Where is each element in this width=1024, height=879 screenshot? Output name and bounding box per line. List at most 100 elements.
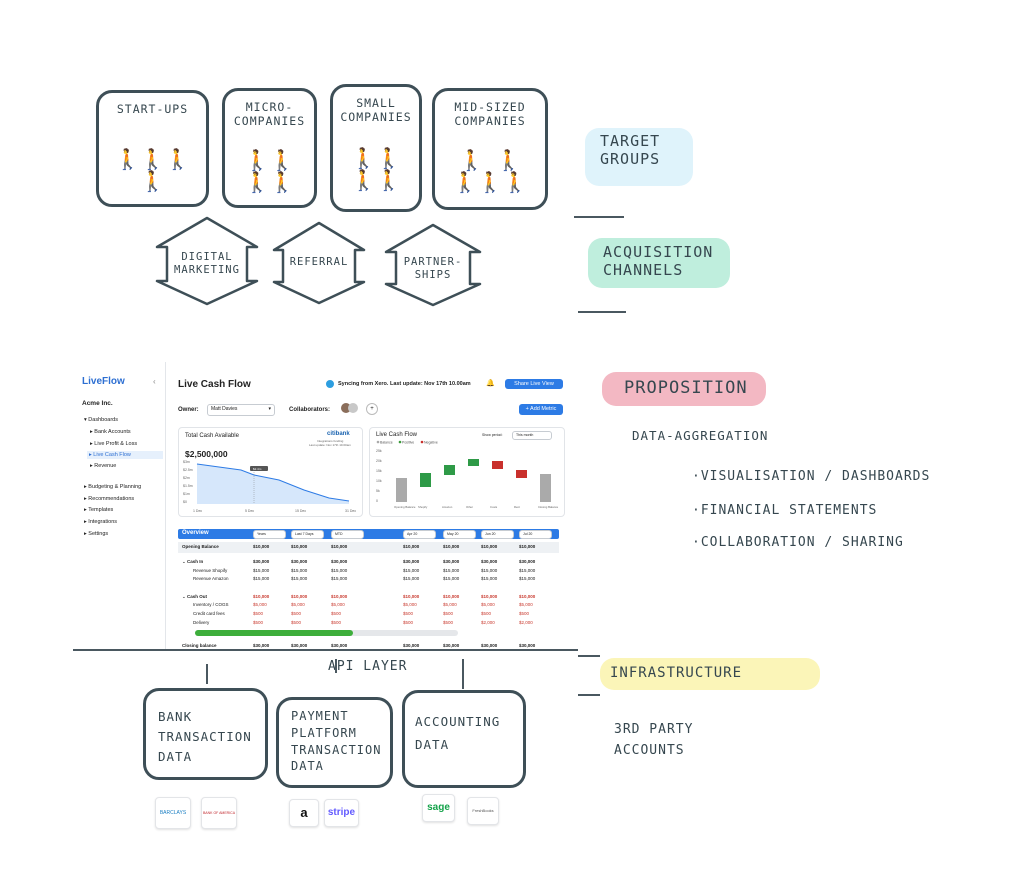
liveflow-dashboard: LiveFlow ‹ Acme Inc. ▾ Dashboards ▸ Bank… <box>73 362 578 651</box>
target-groups-highlight <box>585 128 693 186</box>
period-filter[interactable]: Jul 20 <box>519 530 552 539</box>
overview-bar <box>178 529 559 539</box>
table-cell: $10,000 <box>291 544 308 549</box>
table-cell: $5,000 <box>443 602 457 607</box>
nav-label: Integrations <box>88 519 118 525</box>
table-cell: $500 <box>443 620 454 625</box>
channel-partnerships: PARTNER- SHIPS <box>382 222 484 308</box>
table-cell: $15,000 <box>443 568 460 573</box>
channel-label: REFERRAL <box>289 256 349 268</box>
x-tick-label: Closing Balance <box>538 505 559 509</box>
legend-text: Integrations funding <box>317 439 344 443</box>
table-cell: $30,000 <box>253 559 270 564</box>
period-filter[interactable]: MTD <box>331 530 364 539</box>
segment-small: SMALL COMPANIES 🚶🚶🚶🚶 <box>330 84 422 212</box>
x-tick-label: Rent <box>514 505 520 509</box>
table-cell: $30,000 <box>443 559 460 564</box>
page-title: Live Cash Flow <box>178 379 251 390</box>
add-collaborator-icon[interactable]: + <box>366 403 378 415</box>
table-cell: $15,000 <box>331 576 348 581</box>
table-cell: $30,000 <box>253 643 270 648</box>
y-tick-label: $1m <box>183 492 190 496</box>
y-tick-label: 15k <box>376 469 382 473</box>
notification-icon[interactable]: 🔔 <box>486 380 495 387</box>
stripe-logo: stripe <box>324 799 359 827</box>
period-select[interactable]: This month <box>512 431 552 440</box>
chevron-down-icon: ▾ <box>268 406 271 412</box>
table-cell: $15,000 <box>403 576 420 581</box>
target-groups-label: TARGET GROUPS <box>600 132 661 168</box>
legend-dot <box>376 440 380 444</box>
divider <box>578 694 600 696</box>
share-live-view-button[interactable]: Share Live View <box>505 379 563 389</box>
api-tick <box>462 659 464 689</box>
owner-value: Matt Davies <box>211 406 238 412</box>
table-cell: $30,000 <box>331 559 348 564</box>
nav-integrations[interactable]: ▸ Integrations <box>84 519 118 525</box>
acquisition-channels-label: ACQUISITION CHANNELS <box>603 243 714 279</box>
x-tick-label: Opening Balance <box>394 505 416 509</box>
x-tick-label: Amazon <box>442 505 453 509</box>
y-tick-label: $2.5m <box>183 468 193 472</box>
avatar <box>348 403 358 413</box>
owner-select[interactable]: Matt Davies ▾ <box>207 404 275 416</box>
nav-dashboards[interactable]: ▾ Dashboards <box>84 417 118 423</box>
api-layer-label: API LAYER <box>328 659 408 674</box>
period-filter[interactable]: Last 7 Days <box>291 530 324 539</box>
y-tick-label: 25k <box>376 449 382 453</box>
waterfall-bar <box>420 473 431 487</box>
x-tick-label: Shopify <box>418 505 428 509</box>
table-cell: $10,000 <box>481 544 498 549</box>
channel-referral: REFERRAL <box>270 220 368 306</box>
table-cell: $500 <box>291 611 302 616</box>
nav-live-cash-flow[interactable]: ▸ Live Cash Flow <box>87 451 163 459</box>
period-filter[interactable]: Apr 20 <box>403 530 436 539</box>
proposition-label: PROPOSITION <box>624 378 748 398</box>
table-cell: $15,000 <box>443 576 460 581</box>
nav-recommendations[interactable]: ▸ Recommendations <box>84 496 135 502</box>
period-filter[interactable]: Years <box>253 530 286 539</box>
data-source-label: PAYMENT PLATFORM TRANSACTION DATA <box>291 709 382 774</box>
waterfall-bar <box>468 459 479 466</box>
segment-label: START-UPS <box>116 102 189 116</box>
waterfall-bar <box>444 465 455 475</box>
table-cell: $10,000 <box>443 544 460 549</box>
nav-bank-accounts[interactable]: ▸ Bank Accounts <box>90 429 131 435</box>
segment-label: MICRO- COMPANIES <box>233 100 306 128</box>
waterfall-bar <box>516 470 527 478</box>
freshbooks-logo: FreshBooks <box>467 797 499 825</box>
table-cell: $5,000 <box>291 602 305 607</box>
legend-text: Last update: Nov 17th 10.00am <box>309 443 351 447</box>
house-outline <box>272 221 366 305</box>
cash-line <box>196 463 350 502</box>
data-aggregation-text: DATA-AGGREGATION <box>632 428 769 443</box>
nav-templates[interactable]: ▸ Templates <box>84 507 114 513</box>
nav-live-pl[interactable]: ▸ Live Profit & Loss <box>90 441 138 447</box>
y-tick-label: $2m <box>183 476 190 480</box>
table-row-label: Inventory / COGS <box>193 602 229 607</box>
legend-label: Balance <box>380 441 393 445</box>
period-filter[interactable]: May 20 <box>443 530 476 539</box>
company-name: Acme Inc. <box>82 400 113 407</box>
table-cell: $5,000 <box>403 602 417 607</box>
table-cell: $500 <box>331 611 342 616</box>
nav-settings[interactable]: ▸ Settings <box>84 531 109 537</box>
table-cell: $30,000 <box>291 559 308 564</box>
table-cell: $10,000 <box>519 594 536 599</box>
add-metric-button[interactable]: + Add Metric <box>519 404 563 415</box>
period-filter[interactable]: Jun 20 <box>481 530 514 539</box>
collaborators-label: Collaborators: <box>289 407 331 413</box>
proposition-highlight <box>602 372 766 406</box>
x-tick-label: 1 Dec <box>193 509 202 513</box>
table-cell: $5,000 <box>519 602 533 607</box>
nav-budgeting[interactable]: ▸ Budgeting & Planning <box>84 484 142 490</box>
house-outline <box>384 223 482 307</box>
bank-of-america-logo: BANK OF AMERICA <box>201 797 237 829</box>
collapse-icon[interactable]: ‹ <box>153 377 156 386</box>
nav-label: Live Cash Flow <box>93 452 131 458</box>
table-cell: $500 <box>443 611 454 616</box>
nav-label: Revenue <box>94 463 117 469</box>
nav-revenue[interactable]: ▸ Revenue <box>90 463 117 469</box>
